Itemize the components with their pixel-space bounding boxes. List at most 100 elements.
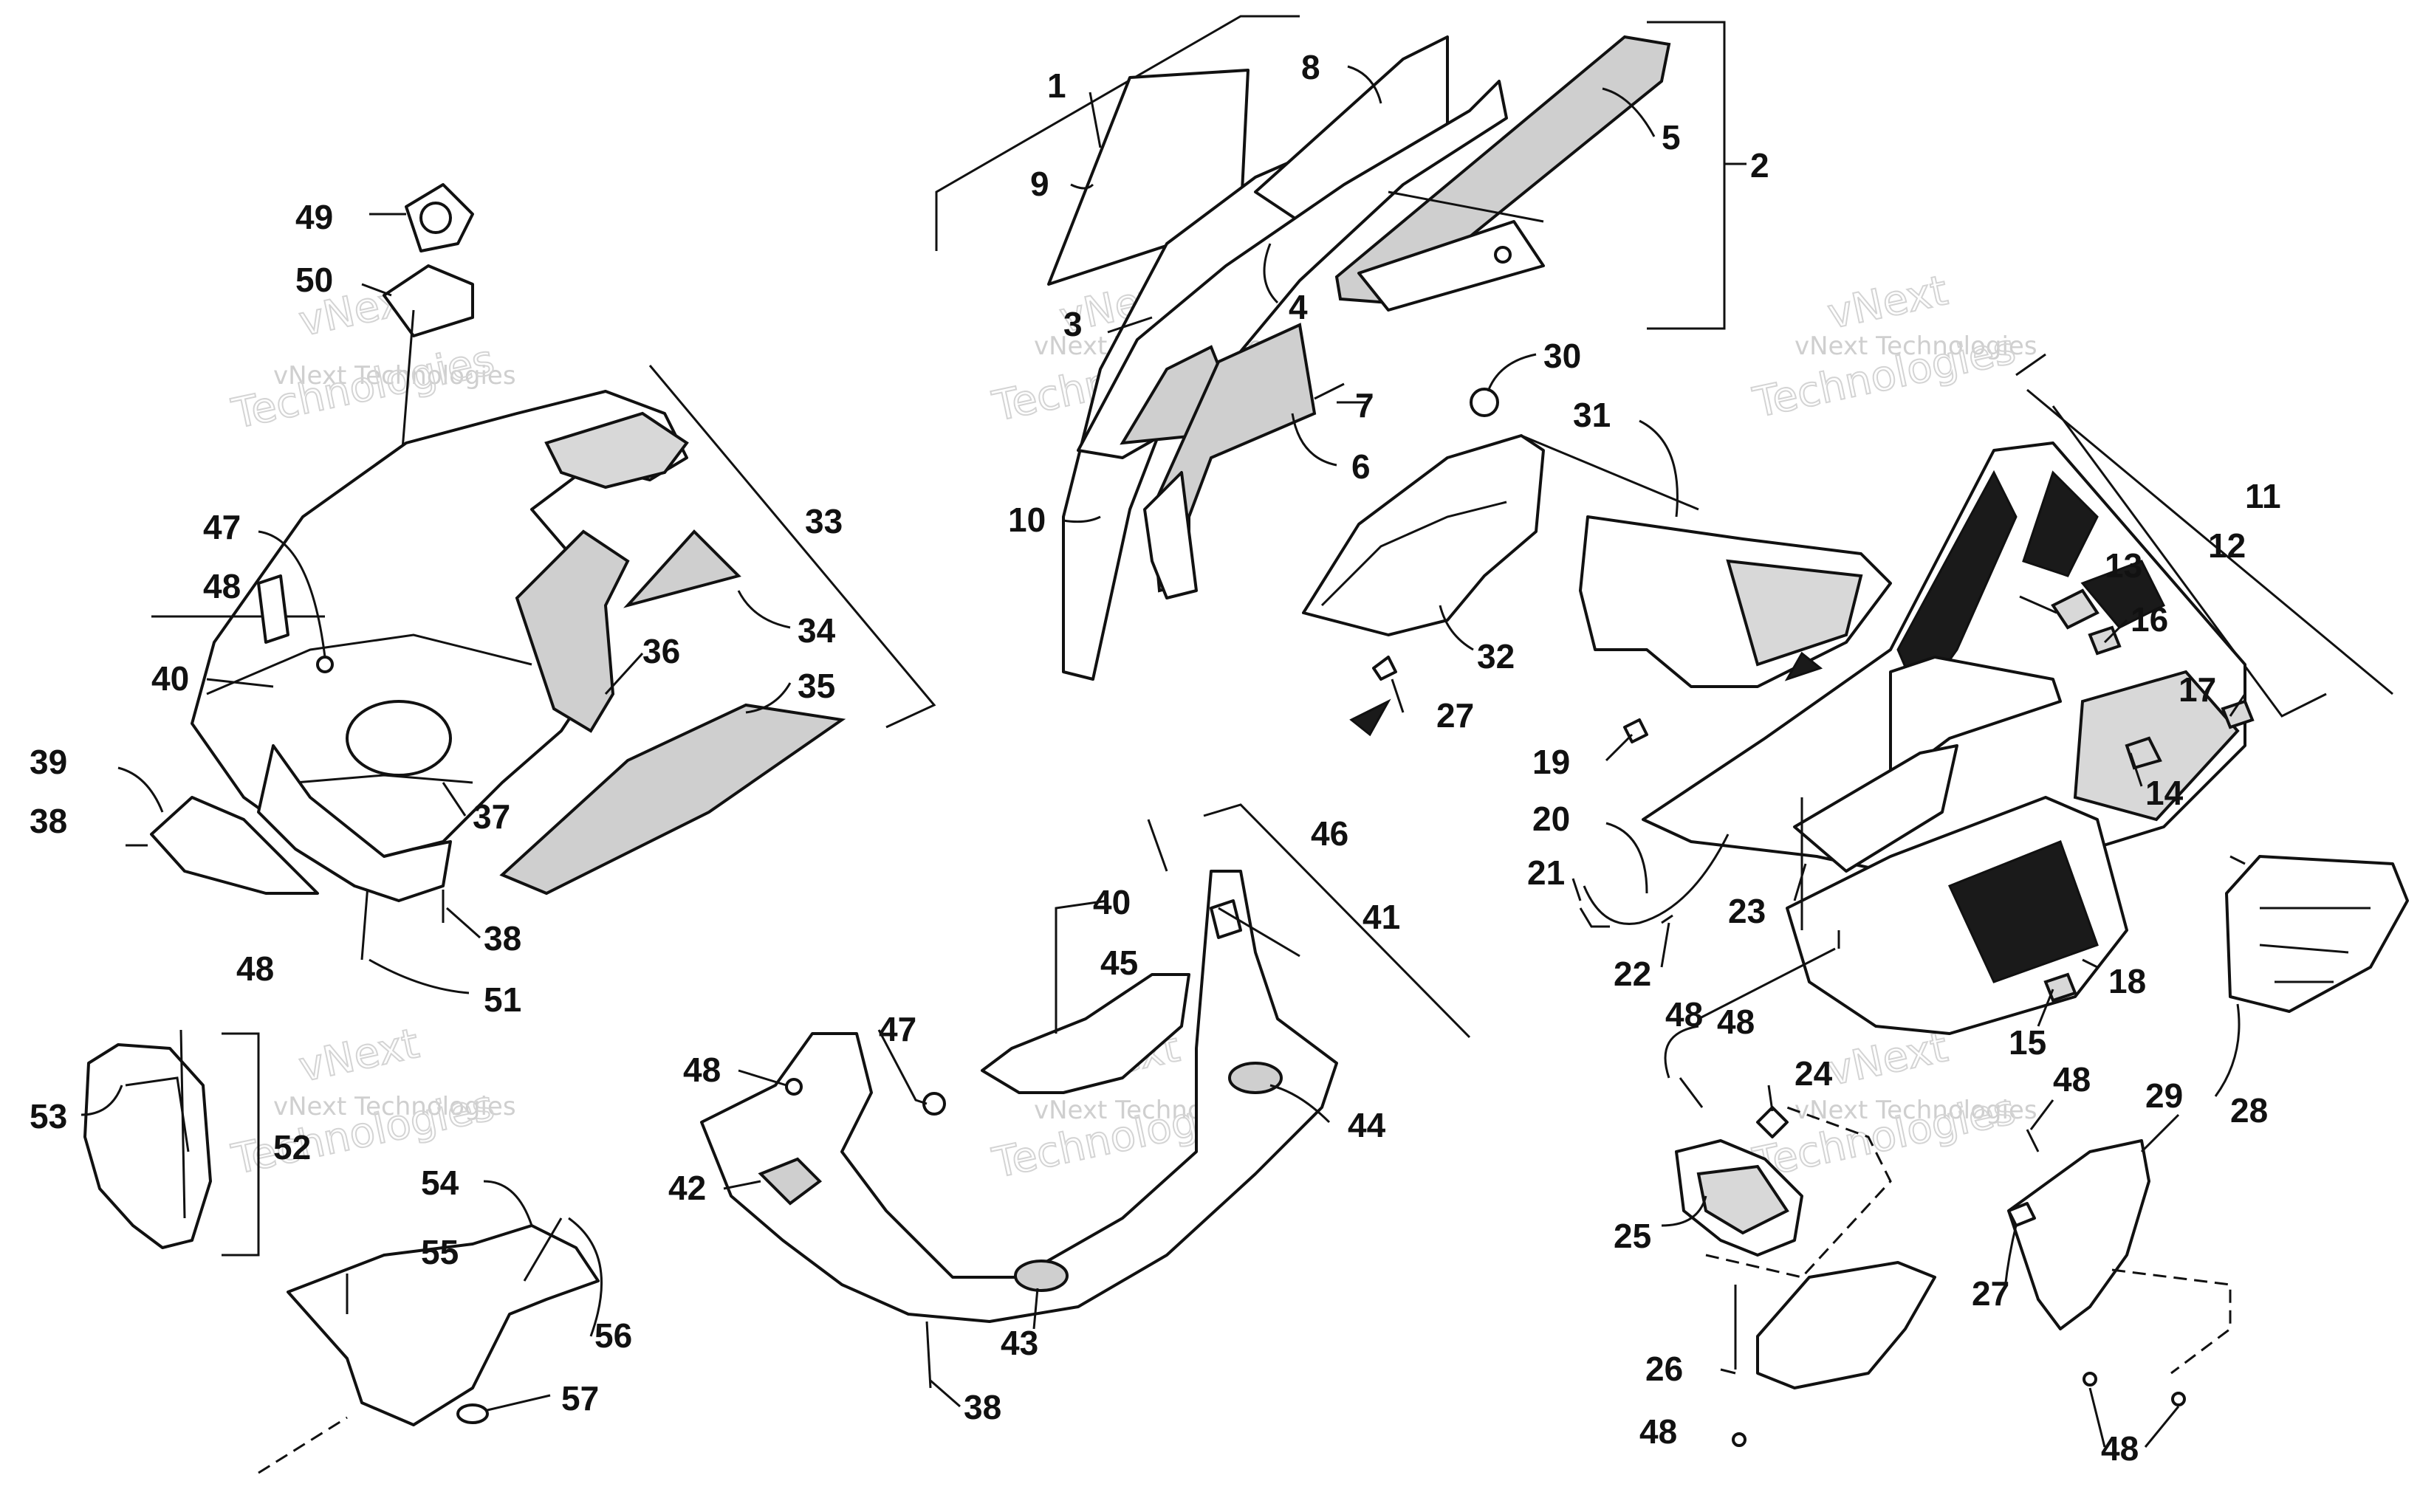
fastener-4: [1494, 246, 1512, 264]
watermark-line2: vNext Technologies: [1795, 331, 2037, 361]
callout-38a: 38: [30, 802, 67, 840]
arrow-23: [1784, 651, 1823, 681]
clip-24: [1756, 1106, 1789, 1138]
leader-20: [1605, 822, 1648, 894]
callout-51: 51: [484, 980, 521, 1019]
leader-34: [737, 590, 791, 629]
nose-11-mesh: [2073, 670, 2240, 822]
leader-40a: [206, 678, 274, 688]
clip-47a: [316, 656, 334, 673]
airbox-31-vent: [1726, 559, 1863, 667]
nose-11-graphic-2: [2022, 470, 2099, 577]
callout-22: 22: [1614, 955, 1651, 993]
callout-6: 6: [1351, 447, 1371, 486]
callout-14: 14: [2145, 774, 2184, 812]
bumper-29-bars: [2259, 907, 2371, 983]
leader-31: [1639, 419, 1679, 518]
foam-34: [623, 529, 741, 608]
callout-52: 52: [273, 1128, 311, 1166]
trim-4: [1357, 220, 1545, 312]
pad-43: [1014, 1260, 1069, 1292]
callout-7: 7: [1355, 386, 1374, 425]
leader-48c: [738, 1069, 787, 1087]
leader-35: [745, 682, 792, 714]
callout-4: 4: [1289, 288, 1308, 326]
watermark-line2: vNext Technologies: [273, 1092, 516, 1121]
leader-44: [1269, 1084, 1331, 1124]
callout-16: 16: [2131, 600, 2168, 639]
nose-group: [1579, 353, 2409, 1035]
leader-18: [2082, 958, 2098, 969]
decal-14: [2125, 736, 2162, 770]
callout-48a: 48: [203, 567, 241, 605]
leader-5: [1602, 87, 1656, 137]
bracket-2: [1647, 21, 1726, 330]
side-panel-53: [83, 1043, 212, 1249]
bracket-47a: [257, 574, 289, 644]
leader-46: [1218, 907, 1300, 958]
belly-pan-41: [700, 870, 1338, 1323]
callout-39: 39: [30, 743, 67, 781]
callout-23: 23: [1728, 892, 1766, 930]
clip-27b: [2007, 1202, 2036, 1227]
callout-26: 26: [1645, 1350, 1683, 1388]
bracket-12: [2051, 405, 2327, 718]
panel-28: [2007, 1139, 2150, 1330]
callout-44: 44: [1348, 1106, 1386, 1144]
callout-42: 42: [668, 1169, 706, 1207]
leader-25: [1661, 1195, 1707, 1227]
washer-48f: [1732, 1432, 1747, 1447]
callout-47b: 47: [879, 1010, 916, 1048]
bumper-29-clip: [2229, 855, 2246, 865]
foam-35: [499, 703, 846, 896]
callout-18: 18: [2108, 962, 2146, 1000]
leader-43: [1032, 1288, 1039, 1330]
pad-44: [1228, 1062, 1283, 1094]
callout-29: 29: [2145, 1076, 2183, 1115]
callout-2: 2: [1750, 146, 1769, 185]
foam-36: [515, 529, 630, 733]
washer-48h-left: [2083, 1372, 2097, 1386]
callout-30: 30: [1543, 337, 1581, 375]
callout-48e: 48: [2053, 1060, 2091, 1099]
foam-45: [981, 973, 1190, 1094]
callout-3: 3: [1063, 305, 1083, 343]
callout-27a: 27: [1436, 696, 1474, 735]
clip-48c: [785, 1078, 803, 1096]
callout-8: 8: [1301, 48, 1320, 86]
rivet-38c: [925, 1321, 932, 1389]
nose-11-graphic-3: [2080, 560, 2166, 629]
callout-12: 12: [2208, 526, 2246, 565]
callout-25: 25: [1614, 1217, 1651, 1255]
leader-16: [2103, 619, 2128, 644]
panel-54: [287, 1224, 600, 1426]
callout-54: 54: [421, 1164, 459, 1202]
callout-19: 19: [1532, 743, 1570, 781]
panel-28-mount: [2111, 1268, 2232, 1375]
hood-vent: [544, 411, 689, 489]
leader-17: [2229, 693, 2246, 717]
watermark-bottom-right: vNext vNext Technologies Technologies: [1748, 1023, 2037, 1189]
callout-38c: 38: [964, 1388, 1001, 1426]
bracket-1: [935, 15, 1300, 251]
callout-27b: 27: [1972, 1274, 2009, 1313]
leader-36: [604, 652, 644, 695]
decal-13: [2051, 588, 2099, 630]
connector-21: [1579, 907, 1610, 928]
watermark-line1: vNext: [1823, 267, 1952, 339]
callout-11: 11: [2245, 477, 2281, 515]
callout-48f: 48: [1639, 1412, 1677, 1451]
screw-22: [1661, 914, 1673, 924]
leader-32: [1439, 605, 1474, 651]
arrow-27a: [1349, 698, 1391, 737]
leader-26: [1720, 1368, 1736, 1375]
leader-48g: [2029, 1099, 2054, 1130]
callout-32: 32: [1477, 637, 1515, 676]
callout-28: 28: [2230, 1091, 2268, 1130]
callout-33: 33: [805, 502, 843, 540]
leader-27a: [1391, 678, 1405, 713]
watermark-line3: Technologies: [227, 336, 498, 439]
leader-29: [2214, 1003, 2241, 1097]
callout-48c: 48: [683, 1051, 721, 1089]
bracket-11-top: [2015, 353, 2046, 377]
